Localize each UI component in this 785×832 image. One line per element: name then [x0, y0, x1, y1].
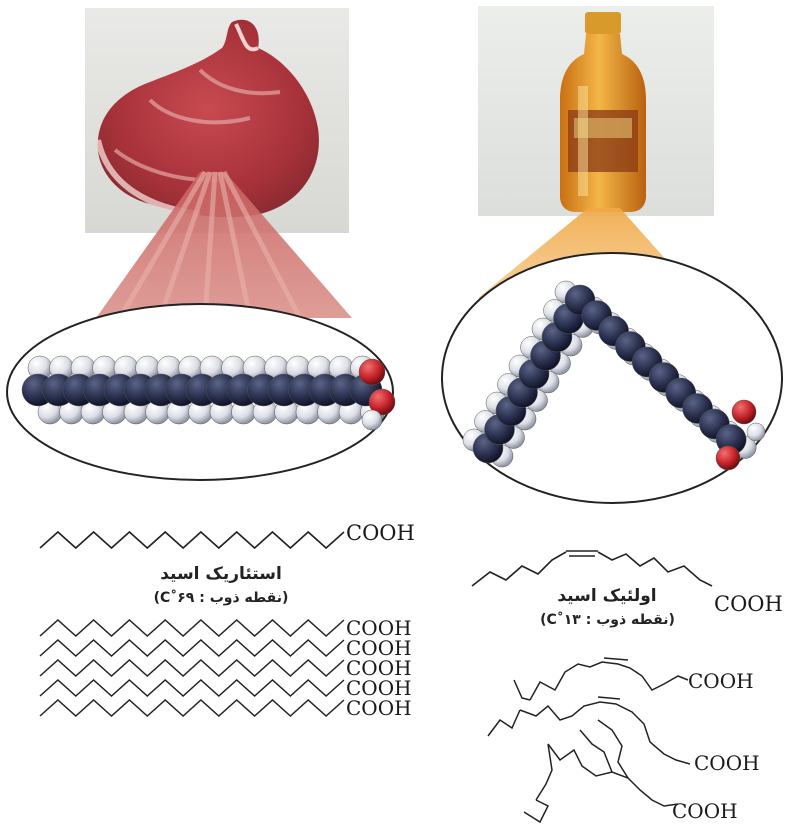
stearic-stacked-chain [39, 618, 345, 638]
stearic-stack-cooh-label: COOH [346, 676, 412, 700]
oleic-skeletal-formula: COOH [471, 550, 783, 616]
oleic-cluster-cooh-1: COOH [688, 669, 754, 693]
stearic-cooh-label: COOH [346, 521, 415, 545]
stearic-melting-point: (نقطه ذوب : ۶۹˚C) [153, 590, 289, 606]
oleic-packed-chains: COOH COOH COOH [487, 657, 760, 824]
oil-bottle-cap [585, 12, 621, 34]
oxygen-atom [715, 445, 741, 471]
oleic-cluster-cooh-2: COOH [694, 751, 760, 775]
meat-steak [97, 19, 319, 218]
oleic-acid-name: اولئیک اسید [557, 586, 657, 606]
meat-beam [96, 170, 352, 320]
stearic-stack-cooh-label: COOH [346, 636, 412, 660]
oxygen-atom [731, 399, 757, 425]
stearic-stacked-chain [39, 678, 345, 698]
stearic-stacked-chain [39, 638, 345, 658]
oleic-melting-point: (نقطه ذوب : ۱۳˚C) [540, 612, 675, 628]
hydrogen-atom [361, 409, 383, 431]
oxygen-atom [368, 388, 396, 416]
hydrogen-atom [746, 422, 766, 442]
stearic-skeletal-formula: COOH [39, 521, 415, 550]
stearic-zoom-ellipse [6, 303, 396, 481]
stearic-stack-cooh-label: COOH [346, 656, 412, 680]
oxygen-atom [358, 358, 386, 386]
stearic-stack-cooh-label: COOH [346, 616, 412, 640]
oleic-space-filling-model [462, 280, 766, 471]
oleic-cooh-label: COOH [714, 592, 783, 616]
stearic-stacked-chain [39, 698, 345, 718]
oleic-cluster-cooh-3: COOH [672, 799, 738, 823]
stearic-acid-name: استئاریک اسید [160, 564, 282, 584]
oil-photo [478, 6, 714, 216]
oleic-zoom-ellipse [441, 252, 783, 504]
stearic-stacked-chain [39, 658, 345, 678]
stearic-stack-cooh-label: COOH [346, 696, 412, 720]
stearic-space-filling-model [21, 355, 396, 431]
